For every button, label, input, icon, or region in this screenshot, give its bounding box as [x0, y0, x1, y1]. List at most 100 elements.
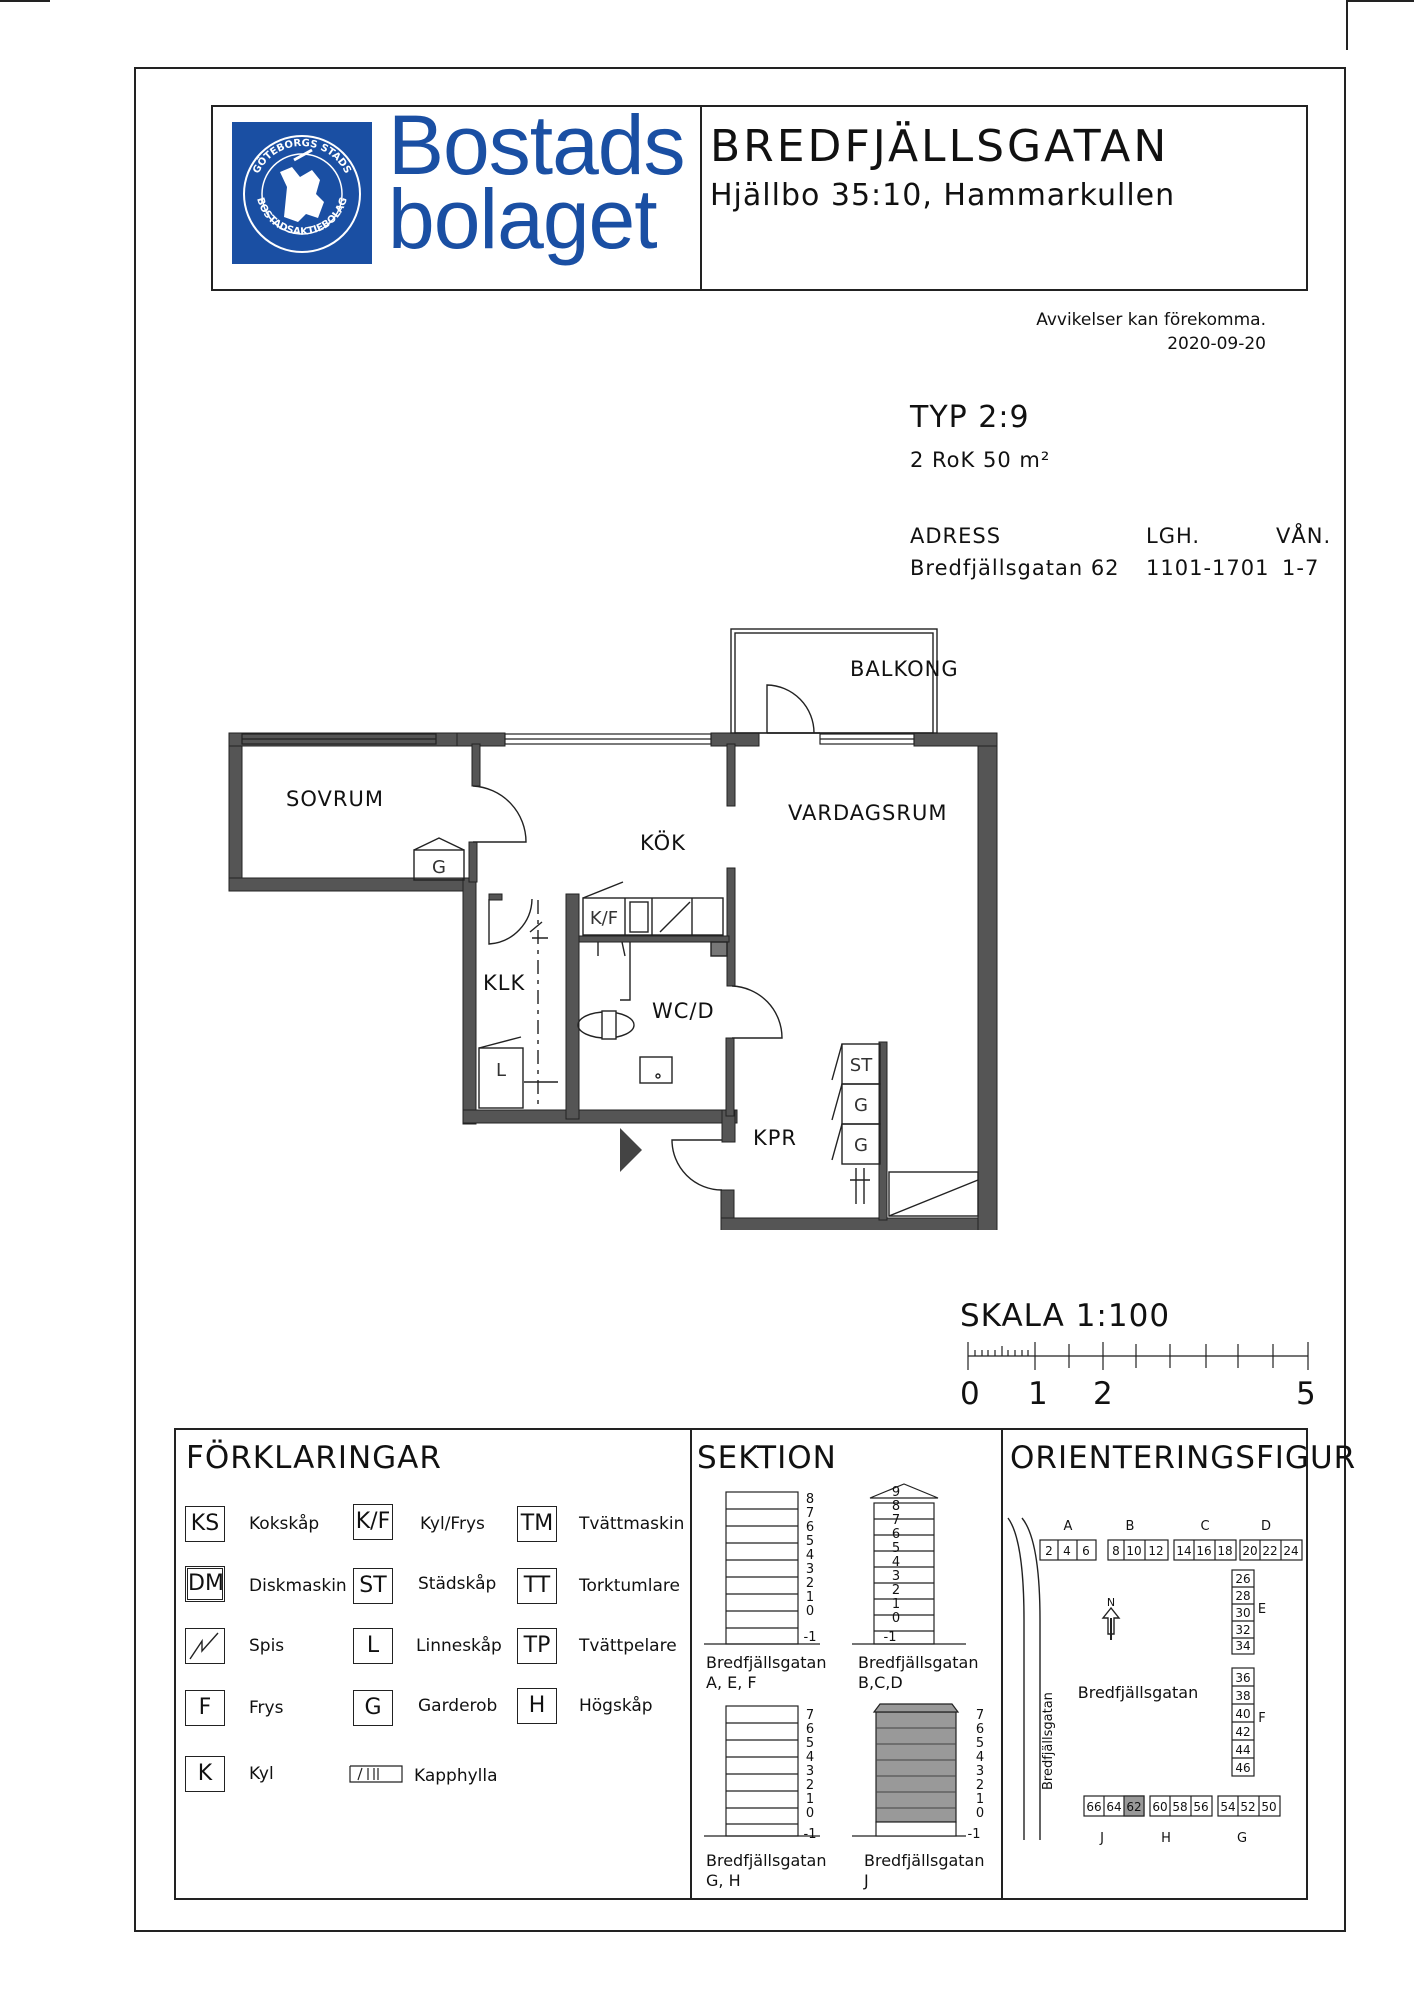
legend-label: Kyl — [249, 1764, 274, 1784]
house-number: 22 — [1262, 1544, 1277, 1558]
scale-tick-0: 0 — [960, 1376, 980, 1412]
street-label: Bredfjällsgatan — [1078, 1683, 1199, 1702]
fixture-label: K/F — [590, 908, 618, 929]
coat-rack-icon — [348, 1762, 404, 1786]
house-number: 12 — [1148, 1544, 1163, 1558]
north-arrow-icon — [1101, 1606, 1121, 1640]
scale-tick-1: 1 — [1028, 1376, 1048, 1412]
floor-label: 2 — [806, 1778, 814, 1793]
house-number: 2 — [1045, 1544, 1053, 1558]
house-number: 34 — [1235, 1639, 1250, 1653]
house-number: 58 — [1172, 1800, 1187, 1814]
wall — [726, 743, 736, 807]
building-name: Bredfjällsgatan — [864, 1851, 985, 1870]
entrance-arrow-icon — [620, 1128, 642, 1172]
sink — [639, 1056, 673, 1084]
crop-mark — [0, 0, 50, 2]
floor-label: 8 — [892, 1499, 900, 1514]
group-letter: H — [1161, 1831, 1171, 1846]
wall — [726, 867, 736, 987]
group-letter: E — [1258, 1602, 1266, 1617]
date-text: 2020-09-20 — [1167, 334, 1266, 354]
floor-label: -1 — [804, 1827, 817, 1842]
group-letter: C — [1200, 1519, 1209, 1534]
legend-symbol: KS — [185, 1506, 225, 1542]
floor-label: 3 — [806, 1764, 814, 1779]
legend-label: Städskåp — [418, 1574, 497, 1594]
legend-symbol: L — [353, 1628, 393, 1664]
floor-label: 7 — [806, 1708, 814, 1723]
legend-symbol: K/F — [353, 1504, 393, 1540]
legend-symbol: TT — [517, 1568, 557, 1604]
section-diagrams: 8 7 6 5 4 3 2 1 0 -1 9 8 7 6 5 4 3 2 1 0… — [704, 1483, 985, 1890]
floor-label: 2 — [976, 1778, 984, 1793]
floor-label: 3 — [976, 1764, 984, 1779]
room-bedroom: SOVRUM — [286, 787, 384, 811]
wall — [913, 732, 998, 747]
house-number: 44 — [1235, 1743, 1250, 1757]
linen-cabinet — [478, 1047, 524, 1109]
wall — [878, 1041, 888, 1221]
fixture-label: G — [854, 1135, 868, 1156]
disclaimer-block: Avvikelser kan förekomma. 2020-09-20 — [980, 308, 1266, 356]
house-number: 26 — [1235, 1572, 1250, 1586]
floor-label: 1 — [806, 1590, 814, 1605]
house-number: 38 — [1235, 1689, 1250, 1703]
building-sub: G, H — [706, 1871, 741, 1890]
apartment-value: 1101-1701 — [1146, 556, 1270, 580]
house-number: 14 — [1176, 1544, 1191, 1558]
logo-seal: GÖTEBORGS STADS BOSTADSAKTIEBOLAG — [232, 122, 372, 264]
house-number: 60 — [1152, 1800, 1167, 1814]
house-number: 54 — [1220, 1800, 1235, 1814]
kitchen-counter — [582, 897, 724, 936]
wall — [578, 935, 730, 943]
building-sub: J — [863, 1871, 869, 1890]
wall — [565, 893, 580, 1120]
door-swing — [472, 785, 527, 843]
door-swing — [766, 684, 815, 734]
wall — [468, 841, 478, 883]
title-block — [211, 105, 1308, 291]
apartment-type: TYP 2:9 — [910, 400, 1030, 435]
legend-symbol: TM — [517, 1506, 557, 1542]
legend-symbol: TP — [517, 1628, 557, 1664]
floor-label: 6 — [806, 1722, 814, 1737]
wall — [488, 893, 503, 901]
floor-label: 2 — [806, 1576, 814, 1591]
scale-tick-2: 2 — [1093, 1376, 1113, 1412]
legend-label: Tvättmaskin — [579, 1514, 685, 1534]
wardrobe — [841, 1123, 881, 1165]
orientation-title: ORIENTERINGSFIGUR — [1010, 1440, 1357, 1476]
floor-label: 1 — [892, 1597, 900, 1612]
house-number: 18 — [1217, 1544, 1232, 1558]
scale-tick-5: 5 — [1296, 1376, 1316, 1412]
legend-label: Torktumlare — [579, 1576, 680, 1596]
logo-wordmark: Bostads bolaget — [388, 103, 686, 261]
floor-label: 5 — [806, 1736, 814, 1751]
house-number: 46 — [1235, 1761, 1250, 1775]
seal-emblem-icon: GÖTEBORGS STADS BOSTADSAKTIEBOLAG — [243, 135, 361, 253]
house-number: 50 — [1261, 1800, 1276, 1814]
title-divider — [700, 105, 702, 291]
floor-label: 7 — [976, 1708, 984, 1723]
door-swing — [731, 985, 783, 1039]
group-letter: A — [1064, 1519, 1073, 1534]
crop-mark — [1346, 0, 1348, 50]
house-number: 66 — [1086, 1800, 1101, 1814]
room-living: VARDAGSRUM — [788, 801, 947, 825]
legend-label: Linneskåp — [416, 1636, 502, 1656]
apartment-size: 2 RoK 50 m² — [910, 448, 1051, 472]
address-header: ADRESS — [910, 524, 1002, 548]
floor-value: 1-7 — [1282, 556, 1320, 580]
room-wc: WC/D — [652, 999, 715, 1023]
house-number: 10 — [1126, 1544, 1141, 1558]
floor-label: 1 — [806, 1792, 814, 1807]
address-value: Bredfjällsgatan 62 — [910, 556, 1120, 580]
building-sub: B,C,D — [858, 1673, 903, 1692]
group-letter: D — [1261, 1519, 1271, 1534]
floor-label: 4 — [892, 1555, 900, 1570]
room-balcony: BALKONG — [850, 657, 959, 681]
north-label: N — [1107, 1596, 1115, 1609]
building-sub: A, E, F — [706, 1673, 757, 1692]
legend-symbol: G — [353, 1690, 393, 1726]
